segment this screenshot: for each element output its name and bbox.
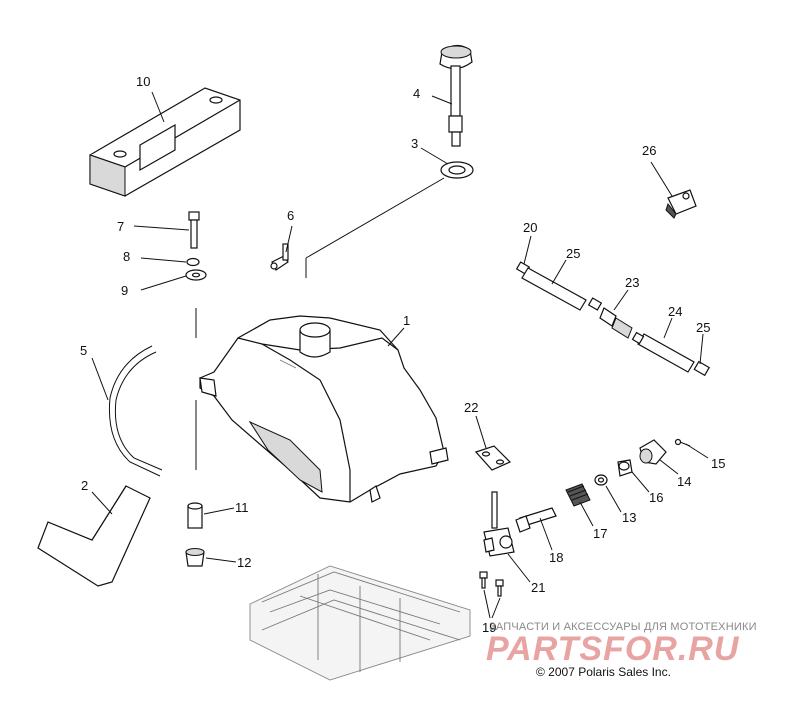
- callout-18: 18: [549, 550, 563, 565]
- grommet-part-12: [185, 548, 205, 567]
- frame-section: [249, 565, 471, 681]
- callout-labels: 10 4 3 26 6 7 8 9 20 25 23 24 25 1 5 22 …: [80, 74, 725, 635]
- callout-24: 24: [668, 304, 682, 319]
- fuel-filter-part-23: [587, 297, 633, 339]
- callout-14: 14: [677, 474, 691, 489]
- hose-part-5: [108, 345, 163, 477]
- callout-19: 19: [482, 620, 496, 635]
- bolt-part-7: [188, 211, 200, 249]
- bent-hose-part-2: [37, 485, 151, 587]
- callout-21: 21: [531, 580, 545, 595]
- bracket-part-22: [474, 445, 512, 471]
- copyright-notice: © 2007 Polaris Sales Inc.: [536, 665, 671, 679]
- vent-fitting-part-6: [270, 243, 289, 271]
- callout-4: 4: [413, 86, 420, 101]
- callout-8: 8: [123, 249, 130, 264]
- callout-23: 23: [625, 275, 639, 290]
- mounting-block-part-10: [89, 87, 241, 197]
- callout-12: 12: [237, 555, 251, 570]
- callout-5: 5: [80, 343, 87, 358]
- watermark-tagline: ЗАПЧАСТИ И АКСЕССУАРЫ ДЛЯ МОТОТЕХНИКИ: [489, 621, 757, 633]
- hose-clamp-part-25-lower: [693, 360, 711, 377]
- callout-10: 10: [136, 74, 150, 89]
- callout-26: 26: [642, 143, 656, 158]
- callout-2: 2: [81, 478, 88, 493]
- shaft-part-18: [515, 507, 557, 533]
- callout-17: 17: [593, 526, 607, 541]
- callout-25a: 25: [566, 246, 580, 261]
- callout-13: 13: [622, 510, 636, 525]
- screws-part-19: [479, 571, 504, 597]
- clamp-part-26: [665, 189, 697, 219]
- bushing-part-16: [617, 459, 633, 477]
- fuel-cap-part-4: [439, 44, 473, 147]
- callout-7: 7: [117, 219, 124, 234]
- leader-lines: [91, 91, 709, 619]
- callout-25b: 25: [696, 320, 710, 335]
- fuel-line-part-24: [631, 331, 695, 373]
- callout-22: 22: [464, 400, 478, 415]
- grommet-part-3: [440, 161, 474, 179]
- fuel-valve-part-21: [483, 491, 515, 557]
- callout-11: 11: [235, 500, 249, 515]
- callout-6: 6: [287, 208, 294, 223]
- washer-part-13: [594, 474, 608, 486]
- callout-9: 9: [121, 283, 128, 298]
- callout-15: 15: [711, 456, 725, 471]
- callout-20: 20: [523, 220, 537, 235]
- callout-3: 3: [411, 136, 418, 151]
- spring-part-17: [565, 483, 591, 507]
- fuel-line-part-25-upper: [521, 267, 587, 311]
- washer-part-9: [185, 269, 207, 281]
- lock-washer-part-8: [186, 257, 200, 267]
- bushing-part-11: [187, 502, 203, 529]
- watermark-logo: PARTSFOR.RU: [486, 630, 740, 668]
- fuel-tank-part-1: [199, 315, 449, 503]
- callout-16: 16: [649, 490, 663, 505]
- knob-part-14: [639, 439, 667, 465]
- callout-1: 1: [403, 313, 410, 328]
